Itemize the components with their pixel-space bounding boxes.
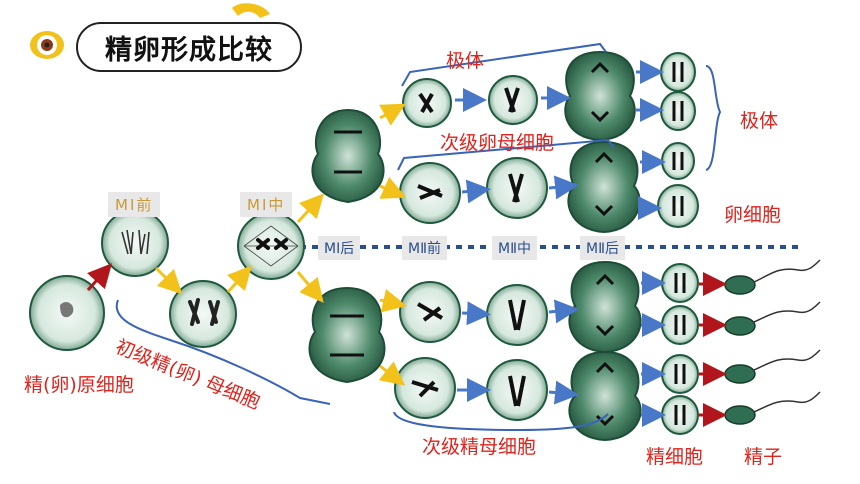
cell-polar-body-2a <box>660 52 696 92</box>
page-title: 精卵形成比较 <box>105 34 273 66</box>
label-spermatogonium: 精(卵)原细胞 <box>24 374 134 396</box>
cell-secondary-spermatocyte-2 <box>394 357 456 419</box>
cell-oocyte-secondary-meta <box>486 157 548 219</box>
stage-tag-m1-metaphase: MⅠ中 <box>240 192 293 217</box>
stage-tag-m2-metaphase: MⅡ中 <box>492 236 537 260</box>
cell-primary-metaphase <box>237 212 305 280</box>
cell-polar-body-2c <box>661 142 695 180</box>
label-polar-body-top: 极体 <box>446 50 485 72</box>
eye-icon <box>30 31 64 59</box>
label-egg: 卵细胞 <box>724 204 782 226</box>
cell-polar-body-1 <box>402 78 452 128</box>
label-sperm: 精子 <box>744 446 783 468</box>
label-secondary-spermatocyte: 次级精母细胞 <box>422 436 537 458</box>
cell-egg <box>657 184 699 228</box>
sperm-4 <box>724 391 821 425</box>
mascot-decoration <box>232 3 270 18</box>
cell-mi-anaphase-bottom <box>308 286 386 384</box>
cell-oocyte-secondary <box>399 162 461 224</box>
label-spermatid: 精细胞 <box>646 446 704 468</box>
cell-spermatogonium <box>29 275 105 351</box>
label-secondary-oocyte: 次级卵母细胞 <box>440 132 555 154</box>
label-polar-body-right: 极体 <box>740 110 779 132</box>
sperm-3 <box>724 349 821 384</box>
cell-spermatid-4 <box>661 395 699 435</box>
cell-mi-anaphase-top <box>311 108 385 204</box>
cell-spermatid-2 <box>661 305 699 345</box>
cell-spermatocyte-1-anaphase <box>568 260 642 354</box>
cell-primary-metaphase-early <box>169 280 237 348</box>
cell-spermatid-1 <box>661 263 699 303</box>
sperm-1 <box>724 259 821 295</box>
title-pill: 精卵形成比较 <box>76 22 302 72</box>
cell-secondary-spermatocyte-1 <box>399 281 461 343</box>
stage-tag-m1-anaphase: MⅠ后 <box>318 236 361 260</box>
cell-polar-body-1-meta <box>488 75 538 125</box>
stage-tag-m2-prophase: MⅡ前 <box>402 236 447 260</box>
cell-secondary-spermatocyte-2-meta <box>486 359 548 421</box>
cell-polar-body-1-anaphase <box>564 50 636 142</box>
brackets <box>115 42 722 432</box>
stage-tag-m2-anaphase: MⅡ后 <box>580 236 625 260</box>
cell-secondary-spermatocyte-1-meta <box>486 284 548 346</box>
arrows <box>86 60 727 427</box>
stage-tag-m1-prophase: MⅠ前 <box>108 192 161 217</box>
cell-primary-prophase <box>101 209 169 277</box>
sperm-2 <box>724 301 821 336</box>
cell-polar-body-2b <box>660 91 696 131</box>
cell-oocyte-anaphase <box>567 140 641 234</box>
cell-spermatid-3 <box>661 354 699 394</box>
